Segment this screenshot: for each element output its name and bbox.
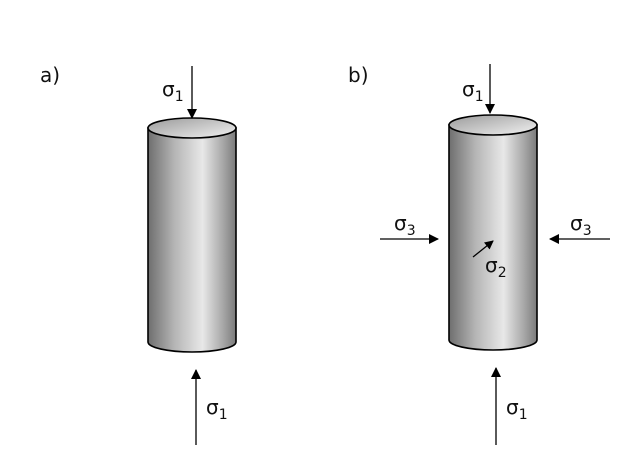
sigma2-arrow xyxy=(472,240,494,258)
cylinder-b xyxy=(448,114,538,351)
panel-a: a) σ1 σ1 xyxy=(40,63,237,445)
cylinder-a xyxy=(147,117,237,353)
panel-b: b) σ1 σ1 σ3 σ3 σ2 xyxy=(348,63,610,445)
sigma1-top-label-b: σ1 xyxy=(462,77,484,105)
sigma1-top-label-a: σ1 xyxy=(162,77,184,105)
sigma3-right-label: σ3 xyxy=(570,211,592,239)
panel-b-label: b) xyxy=(348,63,369,87)
sigma1-bottom-label-a: σ1 xyxy=(206,395,228,423)
panel-a-label: a) xyxy=(40,63,60,87)
sigma3-left-label: σ3 xyxy=(394,211,416,239)
sigma2-label: σ2 xyxy=(485,253,507,281)
sigma1-bottom-label-b: σ1 xyxy=(506,395,528,423)
